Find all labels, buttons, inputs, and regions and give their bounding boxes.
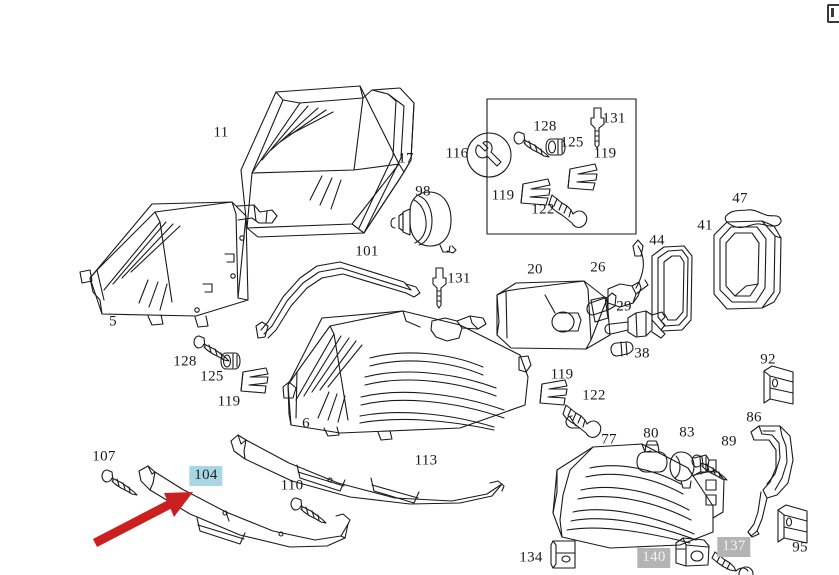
callout-125-left: 125 <box>200 368 224 385</box>
part-77-tail-lamp-lens <box>552 443 725 549</box>
part-107-screw <box>101 469 138 496</box>
part-140-bracket <box>675 537 710 567</box>
part-119-clip-left <box>240 367 269 394</box>
part-38-small-bulb <box>610 341 634 357</box>
partial-cut-off-glyph-icon <box>827 4 839 23</box>
part-122-screw-inset <box>548 194 588 228</box>
callout-80: 80 <box>643 425 659 442</box>
part-86-bracket <box>747 425 794 538</box>
part-17-seal-upper <box>358 87 415 234</box>
callout-125-inset: 125 <box>560 134 584 151</box>
callout-107: 107 <box>92 448 116 465</box>
callout-119-mid-right: 119 <box>550 366 574 383</box>
part-11-lens-upper <box>240 85 405 238</box>
part-125-grommet-inset <box>545 138 566 156</box>
part-131-rivet-center <box>432 267 447 309</box>
part-125-grommet-left <box>220 352 241 370</box>
part-41-bezel <box>713 220 782 310</box>
callout-137-selected[interactable]: 137 <box>717 537 751 557</box>
callout-110: 110 <box>280 477 304 494</box>
callout-44: 44 <box>649 232 665 249</box>
callout-101: 101 <box>355 243 379 260</box>
callout-17: 17 <box>398 150 414 167</box>
callout-41: 41 <box>697 217 713 234</box>
callout-122-mid-right: 122 <box>582 387 606 404</box>
part-fastener-misc-top <box>565 415 581 429</box>
callout-5: 5 <box>109 313 117 330</box>
callout-131-center: 131 <box>447 270 471 287</box>
callout-47: 47 <box>732 190 748 207</box>
part-47-foam-seal <box>724 209 782 229</box>
part-134-bracket <box>550 540 576 569</box>
callout-95: 95 <box>792 539 808 556</box>
part-89-screw <box>691 454 728 481</box>
callout-89: 89 <box>721 433 737 450</box>
part-131-rivet-inset <box>590 107 605 149</box>
callout-38: 38 <box>634 345 650 362</box>
part-137-screw <box>711 551 754 575</box>
part-119-clip-inset-lower <box>520 178 551 206</box>
fastener-detail-inset-box <box>486 98 637 235</box>
callout-122-inset: 122 <box>531 201 555 218</box>
callout-119-inset-upper: 119 <box>593 145 617 162</box>
part-6-headlamp-assembly <box>282 310 532 441</box>
callout-140-selected[interactable]: 140 <box>637 548 671 568</box>
part-116-wrench-tool <box>466 132 512 178</box>
part-128-screw-left <box>193 335 230 362</box>
part-5-fog-lamp-housing <box>79 201 278 328</box>
callout-128-inset: 128 <box>533 118 557 135</box>
callout-119-inset-lower: 119 <box>491 187 515 204</box>
callout-29: 29 <box>616 298 632 315</box>
part-26-bulb-socket <box>586 239 649 316</box>
callout-131-inset: 131 <box>602 110 626 127</box>
callout-134: 134 <box>519 549 543 566</box>
callout-86: 86 <box>746 409 762 426</box>
part-110-screw <box>290 497 327 524</box>
callout-128-left: 128 <box>173 353 197 370</box>
part-44-gasket <box>651 245 693 332</box>
part-80-bulb <box>636 440 668 473</box>
callout-119-left: 119 <box>217 393 241 410</box>
callout-77: 77 <box>601 431 617 448</box>
callout-11: 11 <box>213 124 229 141</box>
callout-104-selected[interactable]: 104 <box>189 466 223 486</box>
part-119-clip-inset-upper <box>567 163 598 191</box>
callout-6: 6 <box>302 415 310 432</box>
part-95-clip <box>777 504 808 544</box>
callout-20: 20 <box>527 261 543 278</box>
part-104-lower-trim-molding <box>138 465 351 548</box>
part-101-trim-strip <box>255 261 421 339</box>
part-122-screw-mid-right <box>562 404 602 438</box>
callout-116: 116 <box>445 145 469 162</box>
part-119-clip-mid-right <box>539 379 568 406</box>
red-pointer-arrow <box>92 492 193 547</box>
part-113-upper-trim-molding <box>230 434 505 505</box>
part-128-screw-inset <box>513 131 550 158</box>
callout-83: 83 <box>679 424 695 441</box>
part-92-clip <box>763 365 794 405</box>
callout-98: 98 <box>415 183 431 200</box>
callout-92: 92 <box>760 351 776 368</box>
callout-113: 113 <box>414 452 438 469</box>
part-98-actuator-motor <box>390 191 457 254</box>
callout-26: 26 <box>590 259 606 276</box>
part-83-bulb-holder <box>669 451 717 489</box>
part-29-bulb <box>604 310 666 339</box>
